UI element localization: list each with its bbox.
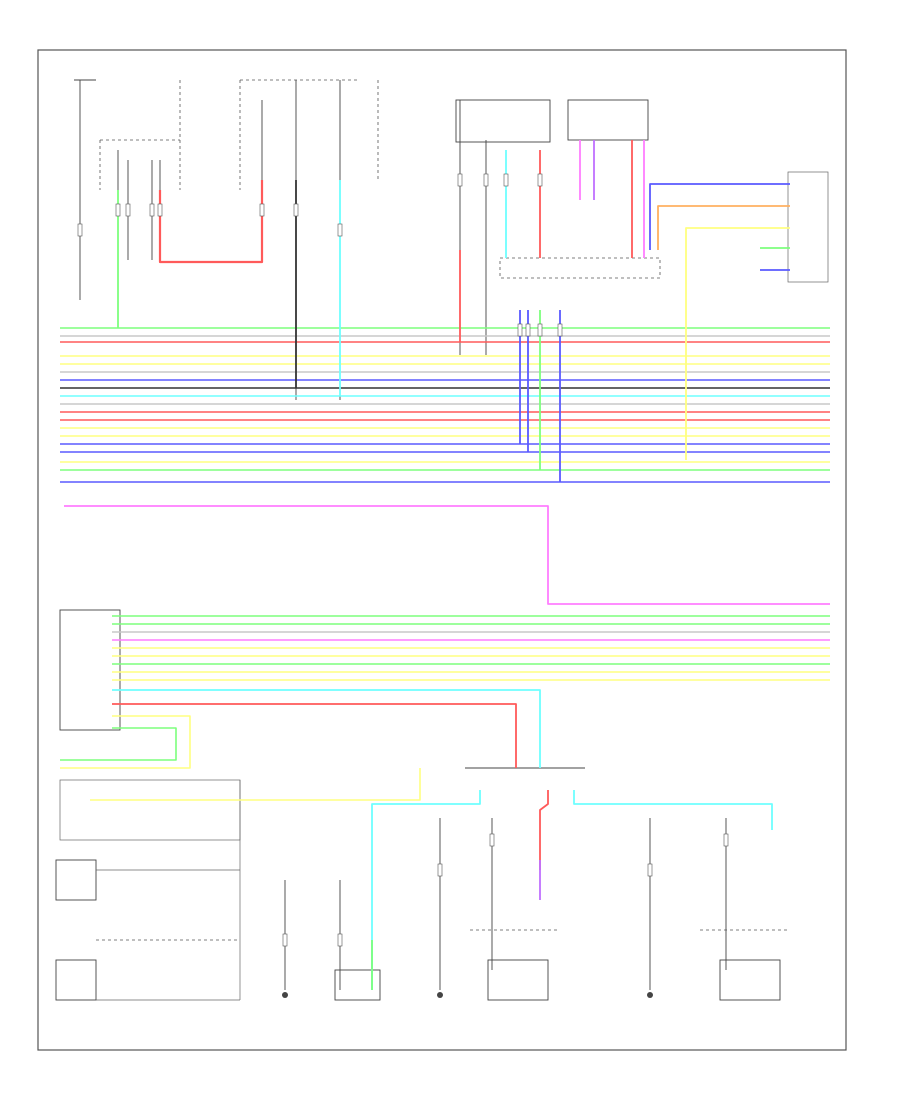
pin-marker-4: [149, 203, 155, 217]
pin-marker-19: [647, 863, 653, 877]
wires: [60, 140, 830, 990]
pin-marker-12: [537, 173, 543, 187]
ground-point-3: [647, 992, 653, 998]
diagram-border: [37, 49, 847, 1051]
pin-marker-11: [503, 173, 509, 187]
pin-marker-20: [723, 833, 729, 847]
pin-marker-6: [259, 203, 265, 217]
pink-long-wire: [64, 505, 830, 605]
pin-marker-2: [115, 203, 121, 217]
pin-marker-8: [337, 223, 343, 237]
pin-marker-15: [537, 323, 543, 337]
pin-marker-22: [337, 933, 343, 947]
pin-marker-9: [457, 173, 463, 187]
pin-marker-17: [437, 863, 443, 877]
pin-marker-5: [157, 203, 163, 217]
red-lower-wire: [112, 703, 517, 768]
cyan-bottom-wire: [371, 790, 481, 990]
ground-point-2: [437, 992, 443, 998]
red-bottom-wire: [539, 790, 549, 870]
bottom-left-modules: [55, 609, 241, 1001]
pin-marker-13: [517, 323, 523, 337]
pin-marker-3: [125, 203, 131, 217]
yellow-lower-wire: [60, 715, 191, 769]
yellow-right-wire: [685, 227, 790, 460]
top-center-relay-box: [239, 79, 379, 400]
cyan-lower-wire: [112, 689, 541, 768]
red-loop-wire: [158, 180, 264, 264]
pin-marker-18: [489, 833, 495, 847]
yellow-left-wire: [90, 768, 421, 801]
connector-pins: [77, 173, 729, 998]
pin-marker-16: [557, 323, 563, 337]
ground-point-1: [282, 992, 288, 998]
bottom-junction-block: [284, 767, 790, 1001]
green-lower-wire: [60, 727, 177, 761]
pin-marker-21: [282, 933, 288, 947]
pin-marker-7: [293, 203, 299, 217]
pin-marker-1: [77, 223, 83, 237]
pin-marker-10: [483, 173, 489, 187]
cyan-right-bottom-wire: [573, 790, 773, 830]
pin-marker-14: [525, 323, 531, 337]
blue-right-wire: [649, 183, 790, 250]
top-left-connector-group: [74, 79, 181, 300]
orange-right-wire: [657, 205, 790, 250]
